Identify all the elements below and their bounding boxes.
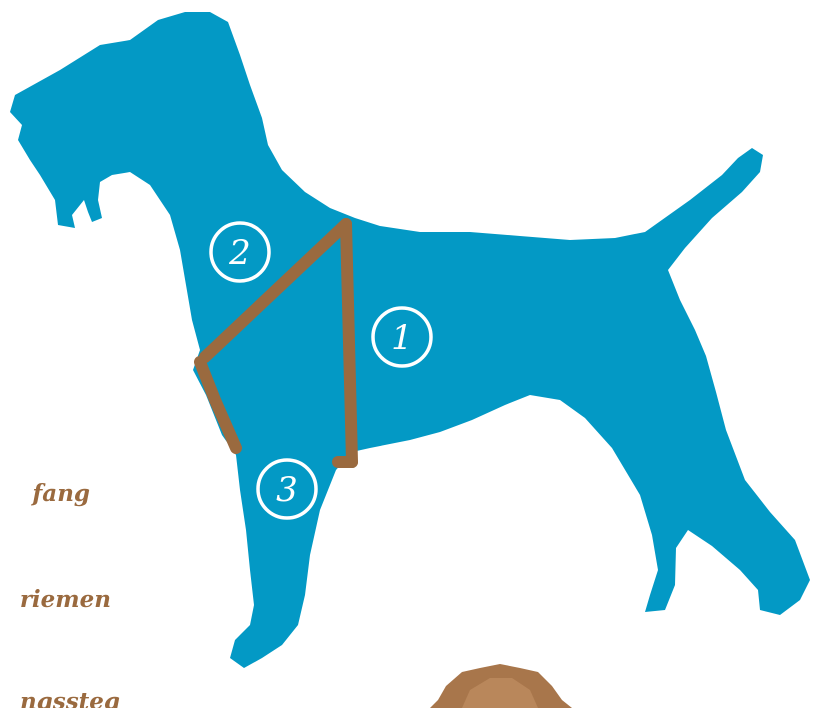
marker-number: 3 [276, 470, 298, 510]
marker-number: 2 [228, 233, 251, 273]
marker-number: 1 [391, 318, 413, 358]
legend-label-2: riemen [20, 586, 111, 613]
harness-girth-strap [346, 224, 352, 462]
legend-label-3: ngssteg [20, 688, 120, 708]
legend-label-1: fang [32, 480, 90, 507]
